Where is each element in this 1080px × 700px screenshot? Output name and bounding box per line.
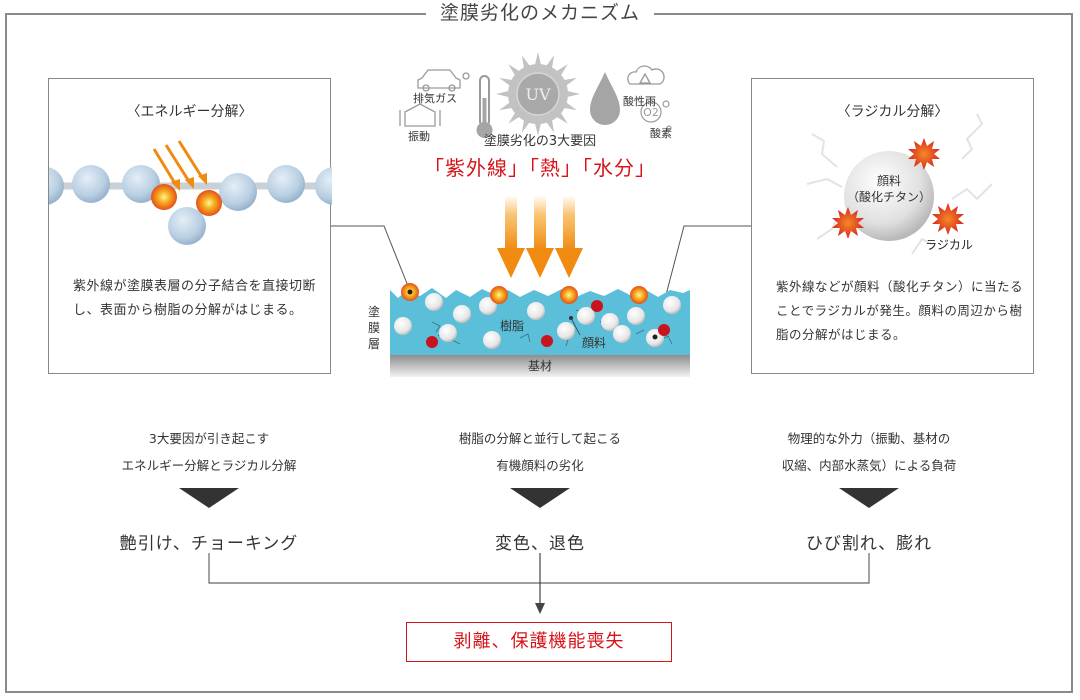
pigment-label-1: 顔料: [877, 173, 901, 188]
resin-label: 樹脂: [500, 318, 524, 333]
flow-arrowhead: [535, 603, 545, 614]
water-drop-icon: [590, 72, 620, 125]
sun-ray: [534, 52, 542, 67]
o2-text: O2: [643, 106, 659, 119]
pigment-particles: [394, 293, 681, 349]
radical-particles: [426, 300, 670, 348]
pigment-label-2: （酸化チタン）: [847, 189, 931, 204]
down-triangle-icon: [179, 488, 239, 508]
three-factors: 「紫外線」「熱」「水分」: [424, 156, 656, 180]
radical-decomposition-box: 〈ラジカル分解〉 顔料: [751, 78, 1034, 374]
sun-ray: [545, 55, 555, 70]
sun-ray: [565, 90, 580, 98]
substrate-label: 基材: [528, 359, 552, 373]
molecule-chain-illustration: [49, 140, 332, 245]
column-desc-1: 物理的な外力（振動、基材の: [787, 431, 951, 446]
energy-box-title: 〈エネルギー分解〉: [126, 104, 253, 120]
energy-decomposition-box: 〈エネルギー分解〉: [48, 78, 332, 374]
uv-down-arrows: [497, 195, 583, 278]
column-desc-2: 有機顔料の劣化: [496, 458, 584, 473]
oxygen-label: 酸素: [650, 127, 672, 140]
sun-ray: [555, 111, 568, 124]
column-physical-stress: 物理的な外力（振動、基材の 収縮、内部水蒸気）による負荷 ひび割れ、膨れ: [719, 425, 1019, 554]
pigment-sphere: [844, 151, 934, 241]
final-result-box: 剥離、保護機能喪失: [406, 622, 672, 662]
column-energy-radical: 3大要因が引き起こす エネルギー分解とラジカル分解 艶引け、チョーキング: [59, 425, 359, 554]
surface-bursts: [401, 283, 648, 304]
uv-arrows: [152, 140, 207, 191]
pigment-radical-illustration: 顔料 （酸化チタン） ラジカル: [806, 113, 993, 255]
thermometer-icon: [476, 75, 493, 138]
column-result: ひび割れ、膨れ: [805, 534, 933, 554]
oxygen-icon: [640, 100, 672, 131]
house-vibration-icon: [399, 103, 441, 127]
column-desc-2: エネルギー分解とラジカル分解: [121, 458, 297, 473]
sun-ray: [562, 77, 577, 87]
radical-box-title: 〈ラジカル分解〉: [836, 104, 949, 120]
sun-ray: [499, 77, 514, 87]
column-desc-1: 3大要因が引き起こす: [148, 431, 270, 446]
sun-ray: [545, 118, 555, 133]
sun-ray: [534, 121, 542, 136]
column-result: 艶引け、チョーキング: [119, 534, 299, 554]
sun-ray: [562, 101, 577, 111]
sun-ray: [496, 90, 511, 98]
radical-label: ラジカル: [925, 238, 973, 252]
left-connector: [331, 225, 411, 292]
substrate-layer: [390, 355, 690, 377]
sun-ray: [499, 101, 514, 111]
acid-rain-icon: [627, 65, 665, 85]
vibration-label: 振動: [408, 130, 430, 143]
sun-ray: [508, 111, 521, 124]
down-triangle-icon: [510, 488, 570, 508]
acid-rain-label: 酸性雨: [623, 95, 656, 108]
down-triangle-icon: [839, 488, 899, 508]
crack-lines: [806, 113, 993, 255]
diagram-title-wrap: 塗膜劣化のメカニズム: [0, 0, 1080, 26]
coating-cross-section: 樹脂 顔料 基材: [390, 283, 690, 377]
car-exhaust-icon: [417, 69, 470, 92]
sun-uv-icon: UV: [496, 52, 580, 136]
burst-icons: [151, 184, 222, 216]
pigment-label: 顔料: [582, 335, 606, 350]
energy-box-description: 紫外線が塗膜表層の分子結合を直接切断し、表面から樹脂の分解がはじまる。: [73, 279, 317, 318]
exhaust-label: 排気ガス: [413, 92, 457, 105]
sun-ray: [508, 64, 521, 77]
sun-ray: [555, 64, 568, 77]
sun-ray: [521, 55, 531, 70]
flow-bracket: [208, 553, 870, 584]
radical-box-description: 紫外線などが顔料（酸化チタン）に当たることでラジカルが発生。顔料の周辺から樹脂の…: [776, 279, 1024, 342]
column-desc-1: 樹脂の分解と並行して起こる: [458, 431, 622, 446]
factors-caption: 塗膜劣化の3大要因: [483, 134, 597, 149]
uv-text: UV: [525, 85, 550, 104]
coating-layer-label: 塗膜層: [368, 305, 381, 351]
column-result: 変色、退色: [495, 534, 585, 554]
diagram-title: 塗膜劣化のメカニズム: [425, 0, 654, 26]
column-pigment-degradation: 樹脂の分解と並行して起こる 有機顔料の劣化 変色、退色: [390, 425, 690, 554]
sun-ray: [521, 118, 531, 133]
column-desc-2: 収縮、内部水蒸気）による負荷: [781, 458, 957, 473]
molecule-balls: [49, 165, 332, 245]
